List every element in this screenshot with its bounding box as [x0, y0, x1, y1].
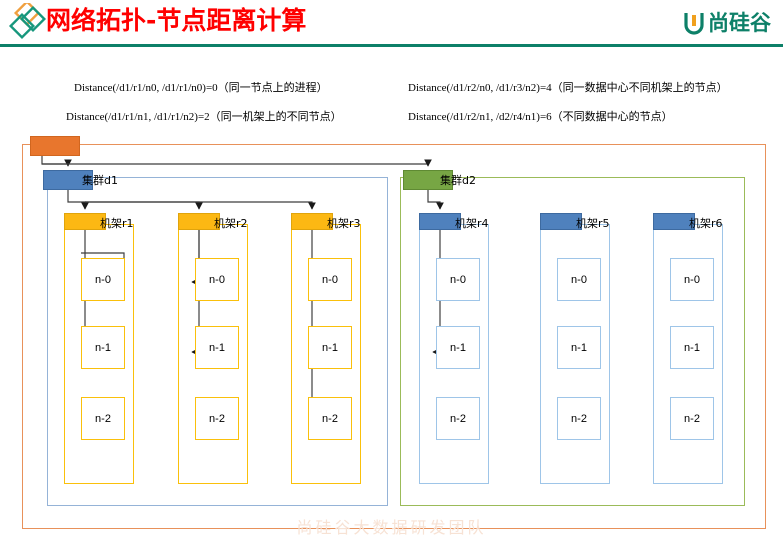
formula-same-dc: Distance(/d1/r2/n0, /d1/r3/n2)=4（同一数据中心不…	[408, 82, 728, 94]
formula-diff-dc: Distance(/d1/r2/n1, /d2/r4/n1)=6（不同数据中心的…	[408, 111, 673, 123]
rack-r6-node[interactable]	[653, 213, 695, 230]
node-d1-r1-n0[interactable]: n-0	[81, 258, 125, 301]
rack-r2-label: 机架r2	[214, 217, 248, 230]
topology-diagram: 集群d1 集群d2 机架r1 机架r2 机架r3 机架r4 机架r5 机架r6 …	[0, 130, 783, 551]
node-d1-r1-n1[interactable]: n-1	[81, 326, 125, 369]
cluster-d1-node[interactable]	[43, 170, 93, 190]
page-title: 网络拓扑-节点距离计算	[46, 6, 307, 35]
node-d1-r1-n2[interactable]: n-2	[81, 397, 125, 440]
node-d1-r2-n0[interactable]: n-0	[195, 258, 239, 301]
rack-r3-label: 机架r3	[327, 217, 361, 230]
rack-r5-node[interactable]	[540, 213, 582, 230]
rack-r2-node[interactable]	[178, 213, 220, 230]
rack-r1-label: 机架r1	[100, 217, 134, 230]
root-node[interactable]	[30, 136, 80, 156]
node-d2-r5-n1[interactable]: n-1	[557, 326, 601, 369]
node-d1-r3-n1[interactable]: n-1	[308, 326, 352, 369]
page-header: 网络拓扑-节点距离计算 尚硅谷	[0, 0, 783, 50]
rack-r4-label: 机架r4	[455, 217, 489, 230]
node-d2-r6-n1[interactable]: n-1	[670, 326, 714, 369]
formula-same-rack: Distance(/d1/r1/n1, /d1/r1/n2)=2（同一机架上的不…	[66, 111, 342, 123]
node-d1-r3-n2[interactable]: n-2	[308, 397, 352, 440]
cluster-d2-label: 集群d2	[440, 174, 476, 187]
node-d1-r3-n0[interactable]: n-0	[308, 258, 352, 301]
rack-r4-node[interactable]	[419, 213, 461, 230]
double-diamond-icon	[8, 3, 47, 40]
brand-logo: 尚硅谷	[683, 8, 771, 38]
node-d2-r5-n2[interactable]: n-2	[557, 397, 601, 440]
node-d2-r6-n0[interactable]: n-0	[670, 258, 714, 301]
node-d1-r2-n2[interactable]: n-2	[195, 397, 239, 440]
cluster-d2-node[interactable]	[403, 170, 453, 190]
node-d1-r2-n1[interactable]: n-1	[195, 326, 239, 369]
header-divider	[0, 44, 783, 47]
node-d2-r4-n1[interactable]: n-1	[436, 326, 480, 369]
node-d2-r6-n2[interactable]: n-2	[670, 397, 714, 440]
cluster-d1-label: 集群d1	[82, 174, 118, 187]
rack-r1-node[interactable]	[64, 213, 106, 230]
node-d2-r4-n0[interactable]: n-0	[436, 258, 480, 301]
brand-name: 尚硅谷	[708, 11, 771, 35]
u-mark-icon	[684, 13, 704, 35]
rack-r6-label: 机架r6	[689, 217, 723, 230]
node-d2-r4-n2[interactable]: n-2	[436, 397, 480, 440]
watermark: 尚硅谷大数据研发团队	[296, 518, 487, 537]
rack-r5-label: 机架r5	[576, 217, 610, 230]
node-d2-r5-n0[interactable]: n-0	[557, 258, 601, 301]
rack-r3-node[interactable]	[291, 213, 333, 230]
formula-same-process: Distance(/d1/r1/n0, /d1/r1/n0)=0（同一节点上的进…	[74, 82, 328, 94]
